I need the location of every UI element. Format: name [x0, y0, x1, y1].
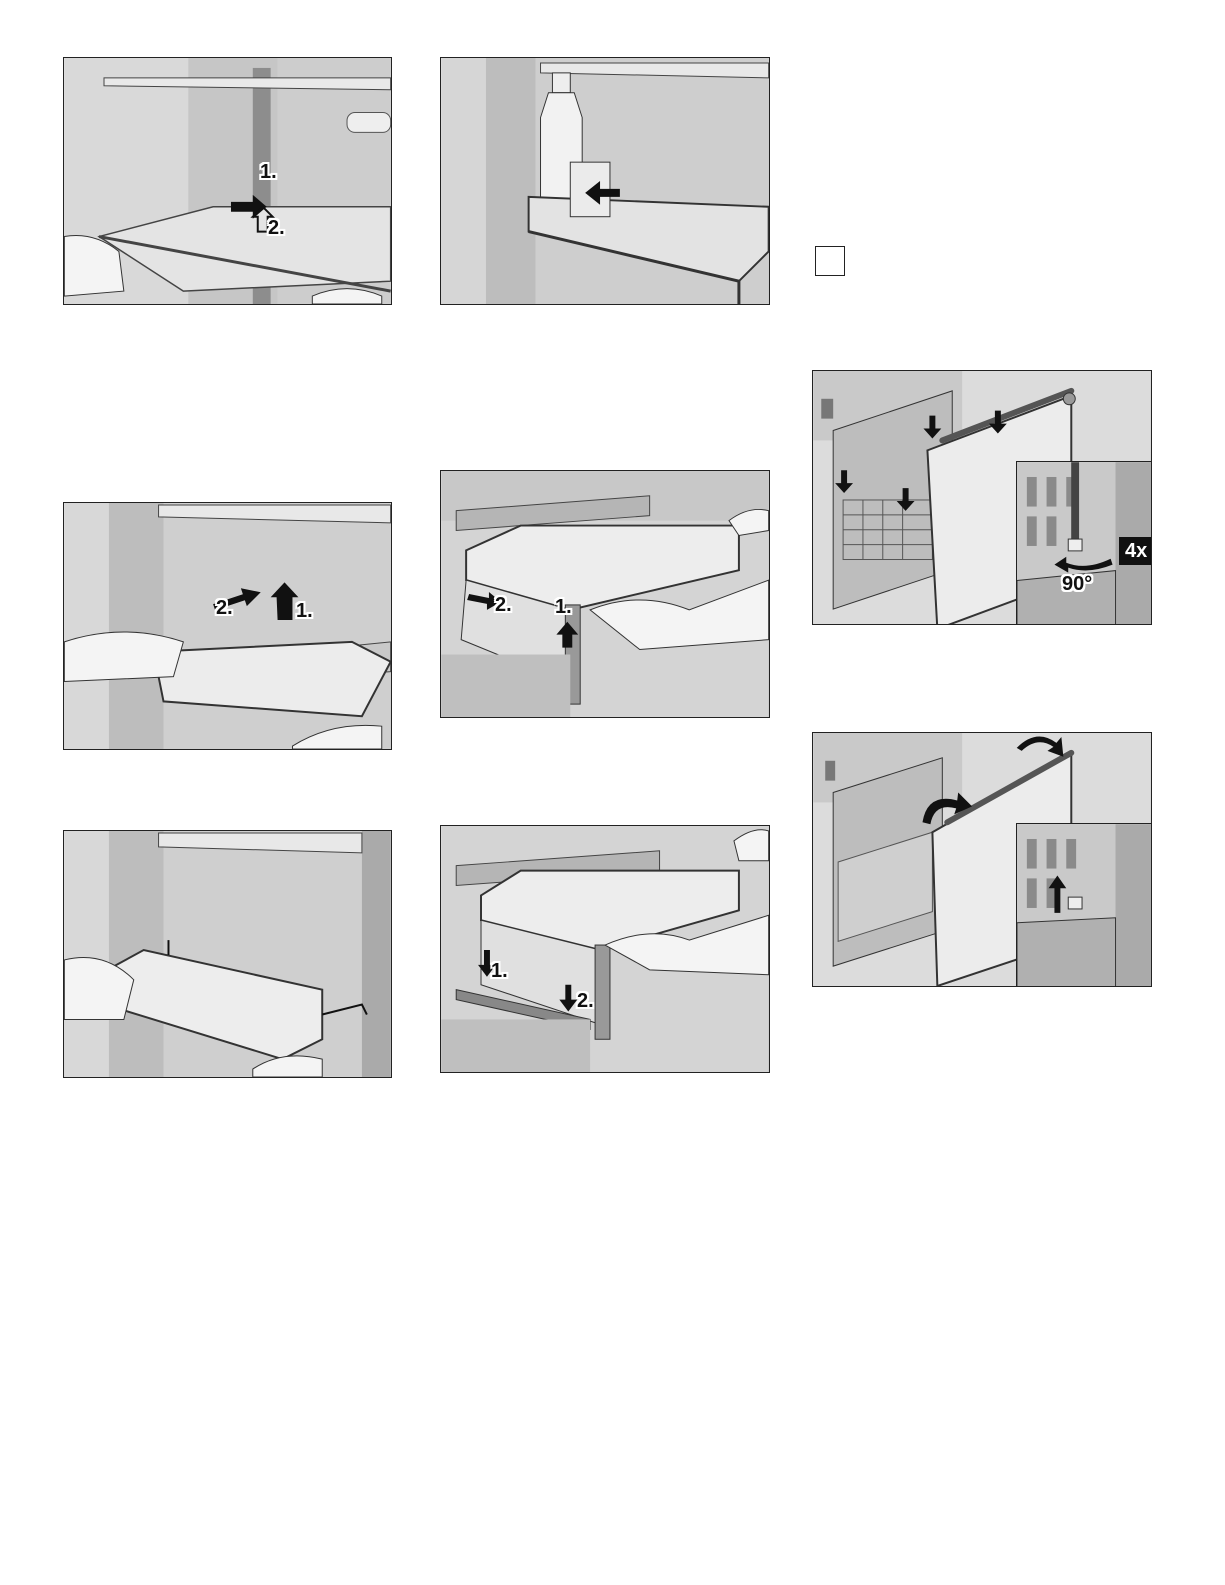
figure-drawer-insert: 1. 2.: [440, 825, 770, 1073]
figure-bottle-holder: [440, 57, 770, 305]
step-1-label: 1.: [296, 601, 313, 621]
drawer-remove-illustration: [441, 471, 769, 717]
door-bin-insert-illustration: [64, 831, 391, 1077]
glass-shelf-illustration: [64, 58, 391, 304]
step-1-label: 1.: [491, 961, 508, 981]
step-2-label: 2.: [577, 991, 594, 1011]
step-2-label: 2.: [495, 595, 512, 615]
drawer-insert-illustration: [441, 826, 769, 1072]
figure-drawer-remove: 2. 1.: [440, 470, 770, 718]
door-bin-remove-illustration: [64, 503, 391, 749]
count-badge: 4x: [1119, 537, 1152, 565]
figure-door-panel-screws: 90° 4x: [812, 370, 1152, 625]
figure-door-bin-insert: [63, 830, 392, 1078]
step-1-label: 1.: [555, 597, 572, 617]
step-2-label: 2.: [268, 218, 285, 238]
note-checkbox-square: [815, 246, 845, 276]
panel-lift-detail: [1017, 824, 1152, 987]
inset-panel-lift: [1016, 823, 1152, 987]
step-2-label: 2.: [216, 598, 233, 618]
bottle-holder-illustration: [441, 58, 769, 304]
step-1-label: 1.: [260, 162, 277, 182]
angle-label: 90°: [1062, 574, 1092, 594]
figure-glass-shelf: 1. 2.: [63, 57, 392, 305]
figure-door-bin-remove: 2. 1.: [63, 502, 392, 750]
figure-door-panel-lift: [812, 732, 1152, 987]
